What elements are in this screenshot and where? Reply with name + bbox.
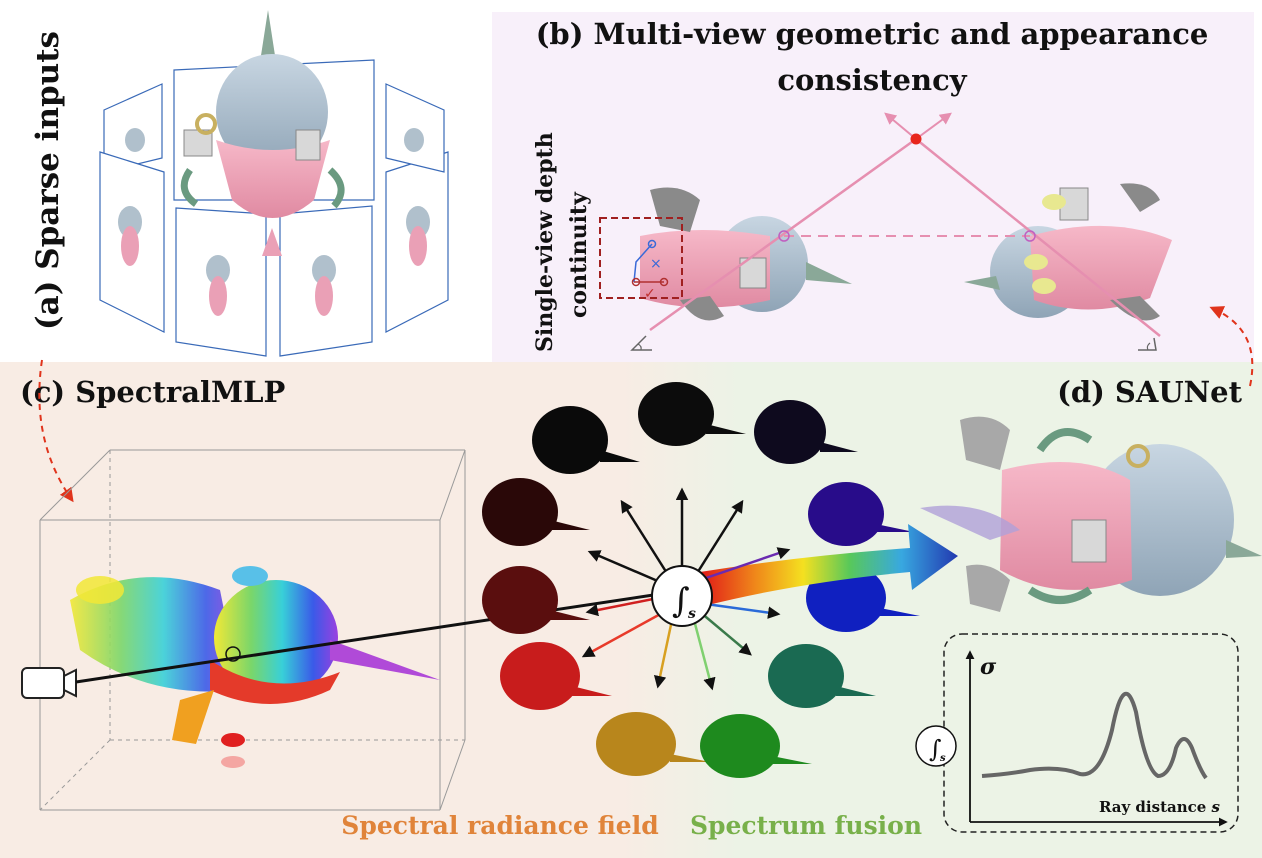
dashed-link-b-to-d	[1209, 306, 1254, 387]
bounding-box	[39, 449, 466, 811]
epipolar-rays	[649, 112, 1161, 337]
plot-integral-symbol: ∫	[929, 735, 942, 763]
integral-subscript: s	[688, 606, 696, 622]
plot-integral-operator: ∫ s	[915, 725, 957, 767]
view-frame	[103, 83, 163, 173]
rocket-view-left	[640, 187, 852, 321]
camera-ray	[75, 592, 661, 684]
panel-b-side-label-line2: continuity	[566, 191, 592, 318]
plot-x-label: Ray distance s	[1099, 798, 1221, 816]
caption-spectrum-fusion: Spectrum fusion	[690, 811, 922, 840]
rocket-object-main	[180, 10, 345, 256]
integral-operator: ∫ s	[651, 565, 713, 627]
projection-point-left	[778, 230, 790, 242]
camera-icon	[21, 667, 77, 699]
spectral-render	[482, 478, 590, 546]
plot-integral-subscript: s	[940, 753, 946, 764]
integral-symbol: ∫	[672, 581, 690, 621]
spectral-render	[500, 642, 612, 710]
spectral-render	[638, 382, 746, 446]
panel-b-side-label: Single-view depth	[532, 132, 558, 352]
caption-spectral-radiance-field: Spectral radiance field	[341, 811, 658, 840]
panel-d-label: (d) SAUNet	[1057, 375, 1243, 409]
rocket-output	[920, 416, 1262, 612]
view-frame	[175, 207, 267, 357]
plot-x-variable: s	[1212, 798, 1221, 816]
spectral-render	[754, 400, 858, 464]
plot-x-label-text: Ray distance	[1099, 798, 1206, 816]
cross-mark: ×	[650, 256, 662, 272]
check-mark: ✓	[644, 286, 656, 302]
integral-spokes	[581, 487, 791, 691]
sample-point	[225, 646, 241, 662]
panel-c-label: (c) SpectralMLP	[20, 375, 285, 409]
spectral-render	[596, 712, 710, 776]
spectral-render	[768, 644, 876, 708]
density-plot: σ Ray distance s ∫ s	[915, 633, 1239, 833]
spectral-render	[700, 714, 812, 778]
plot-y-label: σ	[980, 654, 997, 680]
density-curve	[981, 691, 1208, 780]
panel-b-title-line2: consistency	[777, 63, 967, 97]
camera-angle-left	[630, 335, 652, 351]
panel-b-title: (b) Multi-view geometric and appearance	[536, 17, 1209, 51]
depth-continuity-box: × ✓	[599, 217, 683, 302]
view-frame	[385, 151, 449, 333]
fusion-arrow	[700, 524, 958, 606]
surface-point	[910, 133, 922, 145]
spectral-render	[532, 406, 640, 474]
spectral-render	[808, 482, 914, 546]
view-frame	[279, 205, 373, 357]
view-frame	[99, 151, 165, 333]
panel-a-label: (a) Sparse inputs	[30, 31, 66, 330]
projection-point-right	[1024, 230, 1036, 242]
spectral-render	[482, 566, 590, 634]
view-frame	[385, 83, 445, 173]
camera-angle-right	[1138, 337, 1157, 351]
rocket-view-right	[964, 183, 1172, 321]
